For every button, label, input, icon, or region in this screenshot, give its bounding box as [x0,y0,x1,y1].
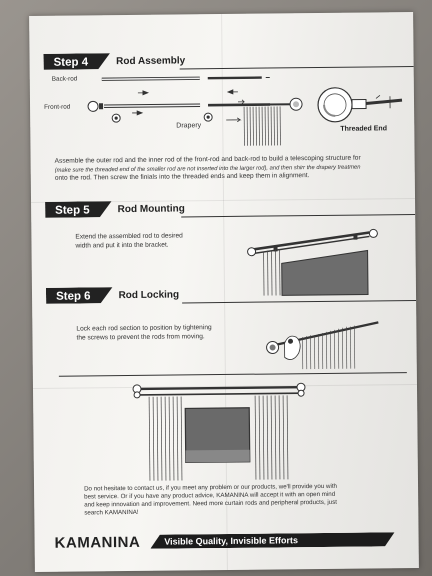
step-4-instructions: Assemble the outer rod and the inner rod… [55,154,407,183]
step-5-instructions: Extend the assembled rod to desired widt… [75,232,245,251]
step-5-tag: Step 5 [45,201,112,218]
instruction-sheet: Step 4 Rod Assembly Back-rod Front-rod [29,12,419,572]
drapery-label: Drapery [176,122,202,130]
step-6-title: Rod Locking [118,288,180,301]
threaded-end-label: Threaded End [340,125,388,133]
step-5-rule [181,213,416,218]
brand-logo: KAMANINA [54,533,141,552]
step-5-title: Rod Mounting [117,202,185,215]
step-6-header: Step 6 Rod Locking [46,286,179,303]
finished-curtain-illustration [132,382,306,481]
brand-slogan: Visible Quality, Invisible Efforts [150,532,394,549]
final-rule [58,372,407,377]
step-6-tag: Step 6 [46,287,113,304]
rod-assembly-diagram [87,76,403,146]
rod-mounting-illustration [247,228,378,296]
contact-paragraph: Do not hesitate to contact us, if you me… [84,482,404,517]
step-5-header: Step 5 Rod Mounting [45,200,185,217]
rod-locking-illustration [266,321,379,370]
step-6-line-2: the screws to prevent the rods from movi… [76,332,205,342]
step-5-line-2: width and put it into the bracket. [75,241,169,250]
step-6-instructions: Lock each rod section to position by tig… [76,324,256,343]
footer: KAMANINA Visible Quality, Invisible Effo… [55,528,395,554]
